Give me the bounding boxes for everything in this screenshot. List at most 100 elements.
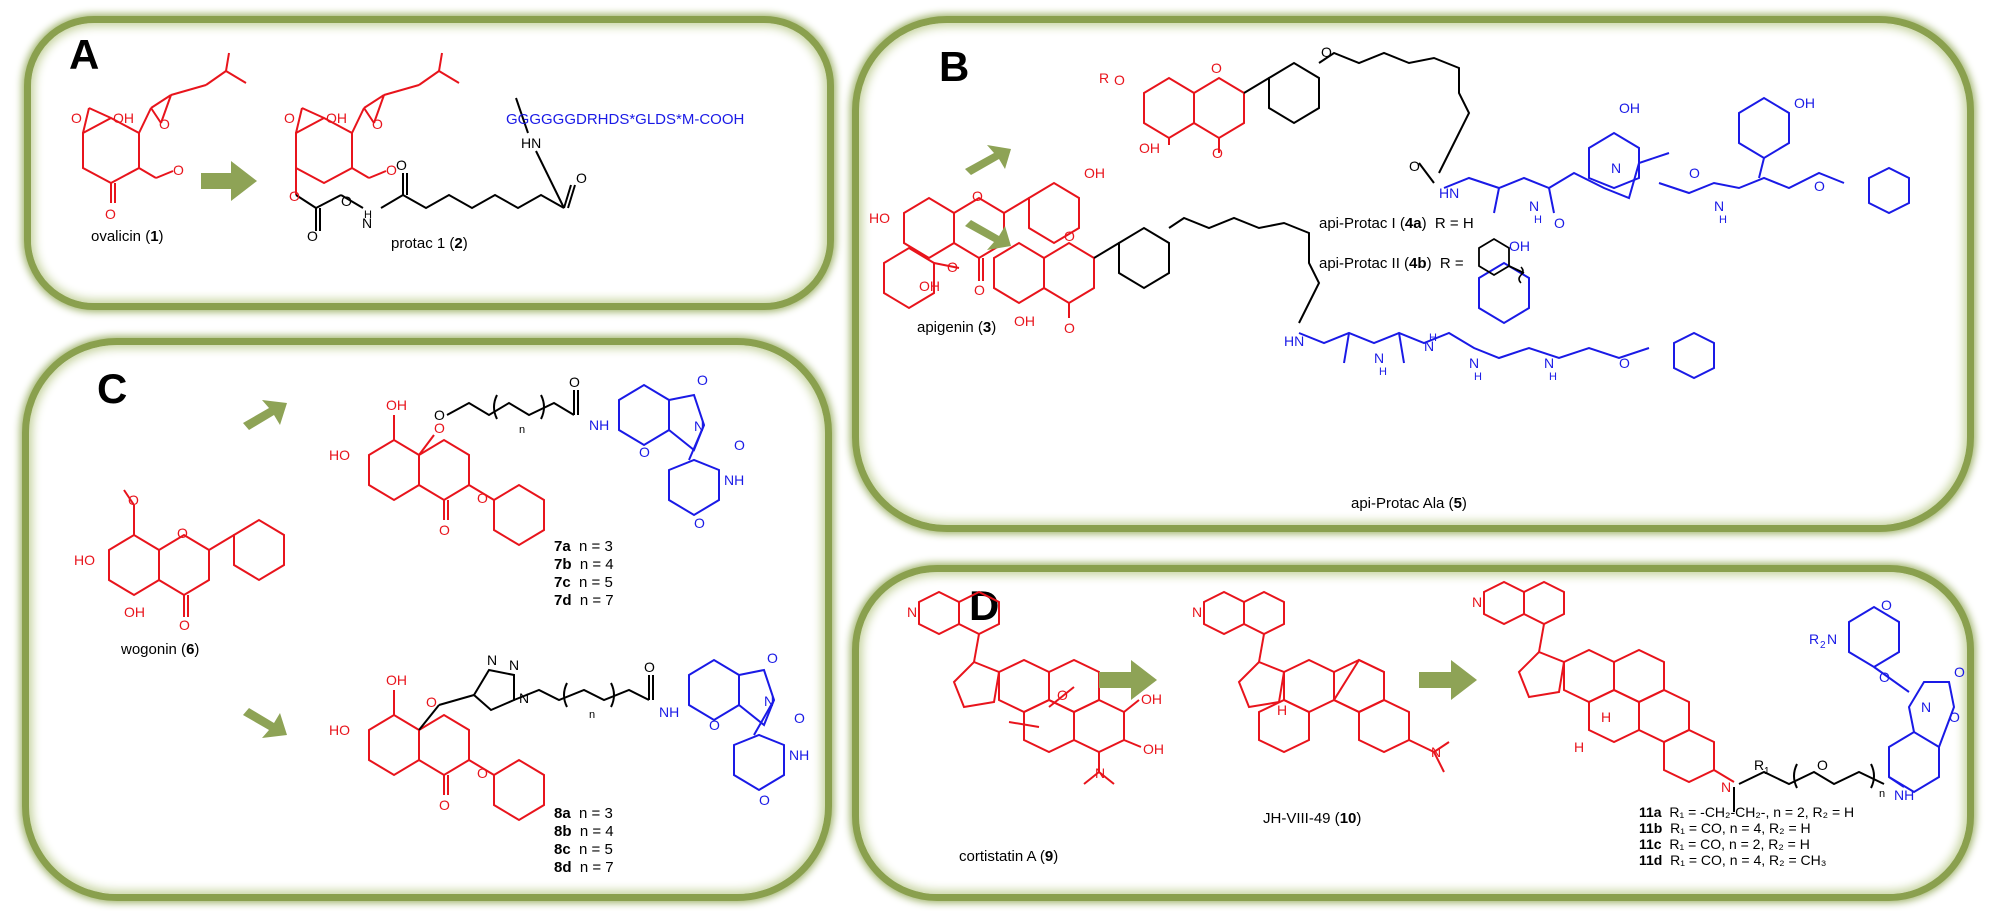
compound-7-flavone	[368, 415, 545, 547]
svg-text:N: N	[1472, 594, 1482, 610]
svg-text:O: O	[947, 259, 958, 275]
list-item: 11b R₁ = CO, n = 4, R₂ = H	[1639, 820, 1811, 836]
right-arrow-icon	[243, 708, 287, 738]
svg-text:O: O	[1814, 178, 1825, 194]
svg-text:HO: HO	[329, 722, 350, 738]
list-item: 8d n = 7	[554, 859, 614, 876]
svg-text:O: O	[974, 282, 985, 298]
svg-text:O: O	[639, 444, 650, 460]
svg-text:2: 2	[1820, 640, 1826, 651]
svg-text:H: H	[1277, 702, 1287, 718]
svg-text:N: N	[519, 690, 529, 706]
svg-text:N: N	[1374, 350, 1384, 366]
svg-text:N: N	[764, 693, 774, 709]
svg-text:HO: HO	[329, 447, 350, 463]
svg-text:O: O	[767, 650, 778, 666]
right-arrow-icon	[1099, 660, 1157, 700]
series-11-list: 11a R₁ = -CH₂-CH₂-, n = 2, R₂ = H 11b R₁…	[1639, 804, 1854, 868]
compound-3-label: apigenin (3)	[917, 319, 997, 336]
svg-text:O: O	[1879, 669, 1890, 685]
panel-a: A	[24, 16, 834, 310]
svg-text:O: O	[1064, 228, 1075, 244]
svg-text:O: O	[709, 717, 720, 733]
svg-text:H: H	[364, 209, 372, 221]
wavy-bond-icon	[1518, 266, 1524, 284]
svg-text:O: O	[477, 765, 488, 781]
svg-text:N: N	[1192, 604, 1202, 620]
svg-text:OH: OH	[386, 397, 407, 413]
svg-text:N: N	[1095, 765, 1105, 781]
svg-text:OH: OH	[113, 110, 134, 126]
compound-2-label: protac 1 (2)	[391, 235, 468, 252]
panel-letter: A	[69, 31, 100, 78]
svg-text:O: O	[569, 374, 580, 390]
peptide-sequence: GGGGGGDRHDS*GLDS*M-COOH	[506, 111, 745, 128]
list-item: 11c R₁ = CO, n = 2, R₂ = H	[1639, 836, 1810, 852]
svg-text:OH: OH	[1141, 691, 1162, 707]
svg-text:O: O	[576, 170, 587, 186]
pomalidomide-7	[618, 383, 720, 517]
svg-text:O: O	[434, 407, 445, 423]
svg-text:R: R	[1754, 757, 1764, 773]
list-item: 8a n = 3	[554, 805, 613, 822]
compound-7-linker	[446, 390, 579, 420]
compound-11-pomalidomide	[1848, 605, 1956, 794]
svg-text:O: O	[972, 188, 983, 204]
svg-text:R: R	[1809, 631, 1819, 647]
svg-text:O: O	[1321, 44, 1332, 60]
svg-text:O: O	[396, 157, 407, 173]
svg-text:N: N	[1424, 338, 1434, 354]
svg-text:O: O	[794, 710, 805, 726]
svg-text:N: N	[362, 215, 372, 231]
vhl-ligand-bottom	[1298, 261, 1715, 380]
svg-text:OH: OH	[1139, 140, 1160, 156]
list-item: 7d n = 7	[554, 592, 614, 609]
compound-8-triazole-linker	[418, 668, 654, 731]
svg-text:OH: OH	[1619, 100, 1640, 116]
list-item: 8b n = 4	[554, 823, 614, 840]
right-arrow-icon	[965, 220, 1011, 250]
svg-text:NH: NH	[589, 417, 609, 433]
svg-text:O: O	[1954, 664, 1965, 680]
svg-text:N: N	[1721, 779, 1731, 795]
svg-text:O: O	[128, 492, 139, 508]
svg-text:N: N	[509, 657, 519, 673]
right-arrow-icon	[201, 161, 257, 201]
svg-text:N: N	[1611, 160, 1621, 176]
svg-text:O: O	[71, 110, 82, 126]
svg-text:N: N	[1827, 631, 1837, 647]
svg-text:O: O	[694, 515, 705, 531]
svg-text:N: N	[1431, 744, 1441, 760]
svg-text:O: O	[434, 420, 445, 436]
list-item: 11d R₁ = CO, n = 4, R₂ = CH₃	[1639, 852, 1827, 868]
svg-text:N: N	[1544, 355, 1554, 371]
svg-text:1: 1	[1764, 766, 1770, 777]
cortistatin-a-structure	[918, 590, 1142, 785]
svg-text:OH: OH	[124, 604, 145, 620]
benzene-ring-icon	[1478, 237, 1525, 277]
svg-text:H: H	[1474, 371, 1482, 383]
svg-text:NH: NH	[789, 747, 809, 763]
compound-10-label: JH-VIII-49 (10)	[1263, 810, 1362, 827]
compound-11-steroid	[1483, 580, 1735, 784]
svg-text:O: O	[426, 694, 437, 710]
svg-text:O: O	[759, 792, 770, 808]
svg-text:O: O	[477, 490, 488, 506]
svg-text:O: O	[1817, 757, 1828, 773]
svg-text:OH: OH	[1084, 165, 1105, 181]
svg-text:OH: OH	[1794, 95, 1815, 111]
svg-text:NH: NH	[1894, 787, 1914, 803]
jh-viii-49-structure	[1203, 590, 1450, 773]
series-7-list: 7a n = 3 7b n = 4 7c n = 5 7d n = 7	[554, 538, 614, 610]
svg-text:O: O	[179, 617, 190, 633]
svg-text:O: O	[439, 797, 450, 813]
wogonin-structure	[108, 489, 285, 617]
list-item: 7b n = 4	[554, 556, 614, 573]
compound-6-label: wogonin (6)	[121, 641, 200, 658]
svg-text:O: O	[1114, 72, 1125, 88]
right-arrow-icon	[965, 145, 1011, 175]
svg-text:H: H	[1379, 366, 1387, 378]
